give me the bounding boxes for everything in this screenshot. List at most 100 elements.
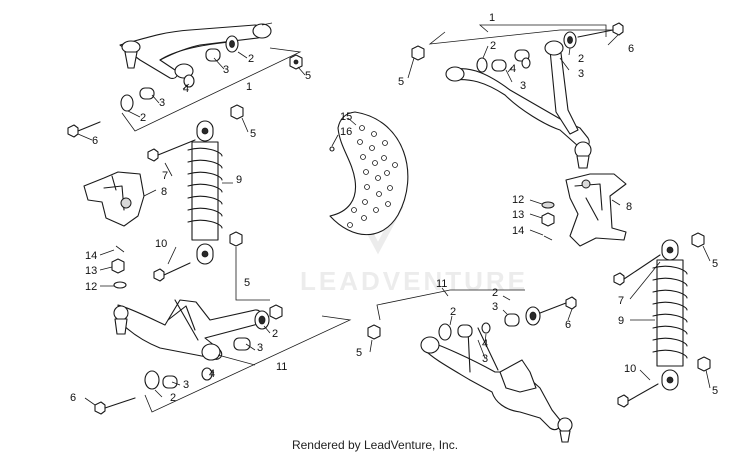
callout-1: 1 (246, 81, 252, 93)
callout-6: 6 (628, 43, 634, 55)
shock-mount-bracket (499, 359, 537, 393)
callout-2: 2 (450, 306, 456, 318)
bolt-head (153, 268, 165, 282)
leader-lines (77, 22, 306, 141)
leader-line (143, 189, 157, 197)
callout-2: 2 (272, 328, 278, 340)
callout-3: 3 (223, 64, 229, 76)
callout-5: 5 (305, 70, 311, 82)
disc-bolt (329, 146, 335, 152)
arm-pivot-tube-front (252, 23, 272, 39)
callout-4: 4 (482, 338, 488, 350)
ball-joint-stud (124, 51, 138, 69)
bushing-small (521, 57, 531, 69)
shock-body (191, 141, 219, 241)
group-bracket (428, 29, 618, 45)
bolt-head (565, 296, 577, 310)
hex-nut (691, 232, 705, 248)
callout-6: 6 (565, 319, 571, 331)
bolt-shank (627, 383, 659, 402)
callout-3: 3 (159, 97, 165, 109)
lower-left-a-arm-group: 2 3 4 3 2 6 11 (70, 299, 352, 415)
callout-7: 7 (618, 295, 624, 307)
washer (438, 323, 452, 341)
bolt-head (147, 148, 159, 162)
hex-nut (697, 356, 711, 372)
callout-5: 5 (356, 347, 362, 359)
callout-3: 3 (520, 80, 526, 92)
callout-9: 9 (618, 315, 624, 327)
callout-2: 2 (578, 53, 584, 65)
ball-joint (557, 417, 573, 433)
bolt-shank (104, 397, 136, 409)
right-knuckle-group: 8 12 13 14 (512, 173, 632, 247)
cotter-pin (115, 245, 125, 253)
hex-nut (411, 45, 425, 61)
eye-hole (201, 250, 209, 258)
upper-left-a-arm-group: 2 3 4 3 2 5 6 1 (67, 22, 311, 147)
bolt-head (67, 124, 79, 138)
lower-a-arm (424, 339, 561, 431)
callout-5: 5 (712, 258, 718, 270)
washer (120, 94, 134, 112)
washer-hole (567, 36, 573, 44)
callout-2: 2 (490, 40, 496, 52)
disc-holes (347, 125, 398, 228)
callout-4: 4 (209, 368, 215, 380)
callout-5: 5 (712, 385, 718, 397)
shock-spring (652, 265, 688, 359)
hex-nut (367, 324, 381, 340)
callout-12: 12 (512, 194, 524, 206)
rendered-by-footer: Rendered by LeadVenture, Inc. (292, 438, 458, 452)
bolt-head (617, 394, 629, 408)
callout-2: 2 (140, 112, 146, 124)
hex-nut (269, 304, 283, 320)
leader-lines (529, 199, 544, 236)
eye-hole (666, 246, 674, 254)
bolt-shank (157, 139, 196, 156)
right-shock-group: 5 5 7 9 10 (613, 232, 718, 408)
callout-7: 7 (162, 170, 168, 182)
arm-pivot-tube-rear (445, 66, 465, 82)
bushing (457, 324, 473, 338)
callout-4: 4 (183, 83, 189, 95)
watermark-text: LEADVENTURE (300, 266, 528, 296)
bushing-small (183, 74, 195, 88)
lower-right-a-arm-group: 11 2 3 6 2 4 3 5 (356, 278, 577, 443)
steering-knuckle (565, 173, 627, 247)
ball-joint-stud (114, 318, 128, 335)
leader-lines (407, 34, 619, 83)
ball-joint (121, 40, 141, 54)
callout-14: 14 (512, 225, 524, 237)
washer (113, 281, 127, 289)
callout-3: 3 (183, 379, 189, 391)
bushing-small (201, 367, 213, 381)
washer (476, 57, 488, 73)
bushing (491, 59, 507, 72)
leader-lines (84, 325, 271, 406)
callout-11: 11 (276, 361, 287, 373)
leader-lines (629, 245, 711, 389)
hex-nut (229, 231, 243, 247)
arm-pivot-tube (201, 343, 221, 361)
callout-11: 11 (436, 278, 447, 290)
spindle-hub (120, 197, 132, 209)
callout-6: 6 (70, 392, 76, 404)
callout-16: 16 (340, 126, 352, 138)
bushing-small (481, 322, 491, 334)
callout-9: 9 (236, 174, 242, 186)
group-bracket (376, 289, 525, 321)
bushing (205, 48, 221, 62)
group-bracket (121, 47, 302, 132)
bolt-shank (539, 302, 567, 314)
callout-13: 13 (85, 265, 97, 277)
callout-12: 12 (85, 281, 97, 293)
bolt-shank (623, 254, 661, 280)
eye-hole (201, 127, 209, 135)
arm-brace (159, 41, 231, 61)
hex-nut (230, 104, 244, 120)
bolt-shank (77, 121, 101, 132)
bushing (162, 375, 178, 389)
leader-lines (369, 287, 573, 359)
